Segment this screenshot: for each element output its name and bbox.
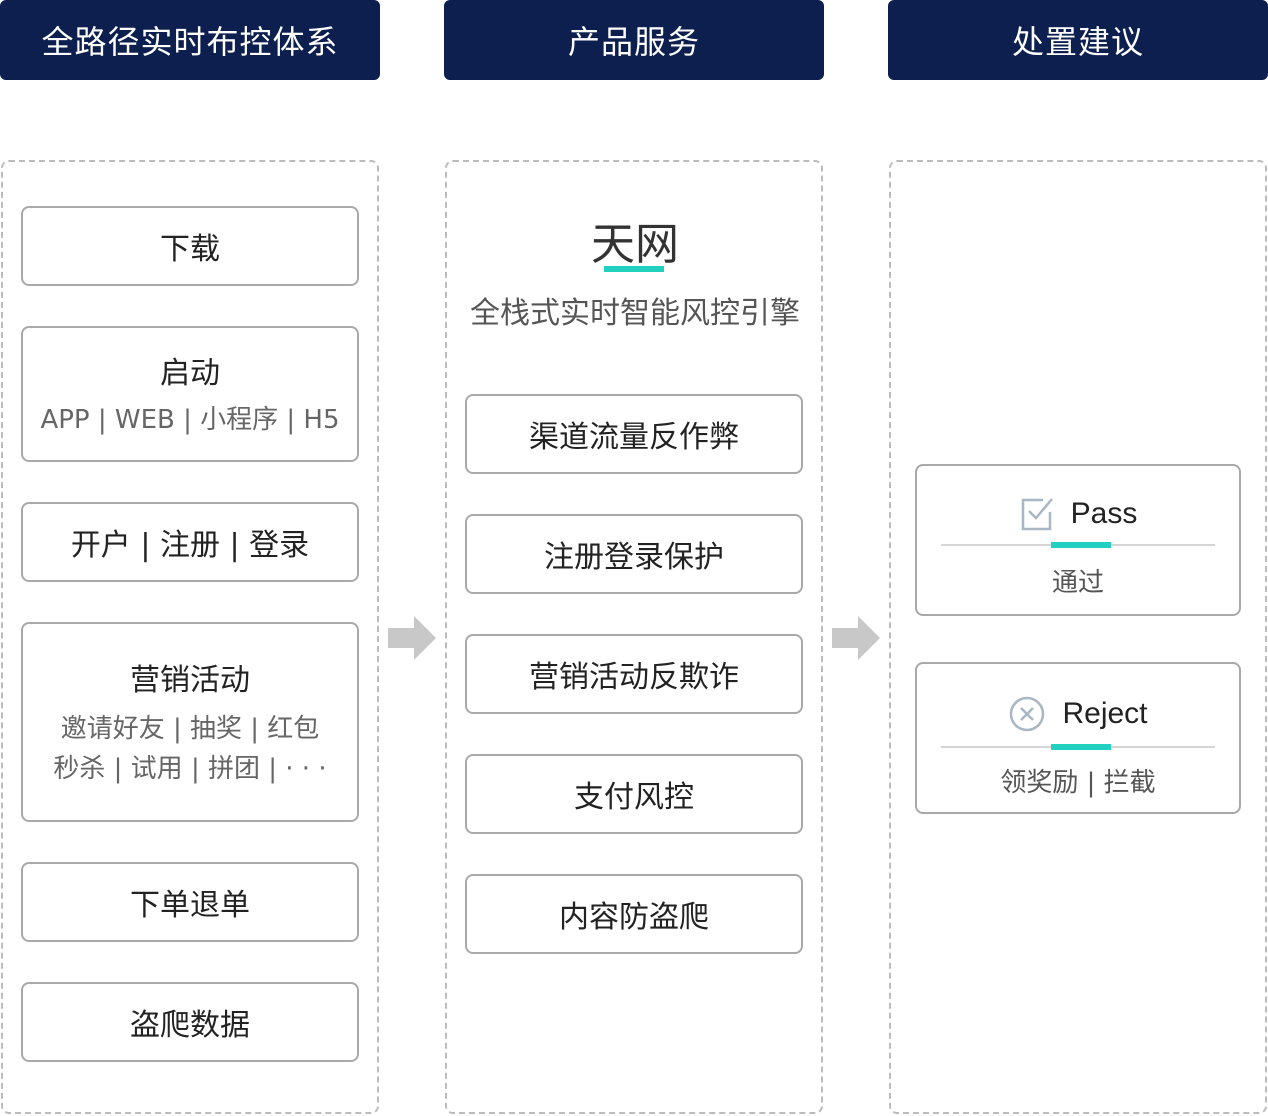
path-item-scraping: 盗爬数据 (21, 982, 359, 1062)
brand-accent-bar (604, 266, 664, 272)
path-item-title: 下载 (160, 232, 220, 267)
path-item-download: 下载 (21, 206, 359, 286)
path-item-account: 开户 | 注册 | 登录 (21, 502, 359, 582)
result-reject: Reject 领奖励 | 拦截 (915, 662, 1241, 814)
result-accent-bar (1051, 744, 1111, 750)
path-item-order: 下单退单 (21, 862, 359, 942)
result-sub: 领奖励 | 拦截 (1000, 768, 1156, 798)
path-column (1, 160, 379, 1114)
path-item-marketing: 营销活动 邀请好友 | 抽奖 | 红包 秒杀 | 试用 | 拼团 | · · · (21, 622, 359, 822)
result-label: Reject (1062, 697, 1148, 730)
service-channel-anti-fraud: 渠道流量反作弊 (465, 394, 803, 474)
product-column (445, 160, 823, 1114)
path-item-sub: 秒杀 | 试用 | 拼团 | · · · (53, 754, 327, 784)
brand-title: 天网 (591, 219, 679, 270)
service-title: 支付风控 (574, 780, 694, 815)
path-item-launch: 启动 APP | WEB | 小程序 | H5 (21, 326, 359, 462)
arrow-right-icon (832, 616, 880, 660)
service-title: 营销活动反欺诈 (529, 660, 739, 695)
service-login-protection: 注册登录保护 (465, 514, 803, 594)
header-path-control: 全路径实时布控体系 (0, 0, 380, 80)
result-sub: 通过 (1051, 568, 1104, 598)
service-title: 渠道流量反作弊 (529, 420, 739, 455)
path-item-title: 下单退单 (130, 888, 250, 923)
path-item-sub: 邀请好友 | 抽奖 | 红包 (60, 714, 320, 744)
service-anti-scraping: 内容防盗爬 (465, 874, 803, 954)
result-pass: Pass 通过 (915, 464, 1241, 616)
result-accent-bar (1051, 542, 1111, 548)
service-payment-risk: 支付风控 (465, 754, 803, 834)
check-square-icon (1021, 498, 1053, 531)
arrow-right-icon (388, 616, 436, 660)
service-title: 内容防盗爬 (559, 900, 709, 935)
service-marketing-anti-fraud: 营销活动反欺诈 (465, 634, 803, 714)
result-column (889, 160, 1267, 1114)
path-item-title: 营销活动 (130, 663, 250, 698)
service-title: 注册登录保护 (544, 540, 724, 575)
result-label: Pass (1070, 497, 1138, 530)
path-item-sub: APP | WEB | 小程序 | H5 (40, 405, 340, 435)
header-product-service: 产品服务 (444, 0, 824, 80)
path-item-title: 盗爬数据 (130, 1008, 250, 1043)
header-disposal-advice: 处置建议 (888, 0, 1268, 80)
path-item-title: 启动 (160, 356, 220, 391)
x-circle-icon (1010, 696, 1045, 732)
path-item-title: 开户 | 注册 | 登录 (70, 528, 310, 563)
brand-tagline: 全栈式实时智能风控引擎 (470, 296, 800, 331)
